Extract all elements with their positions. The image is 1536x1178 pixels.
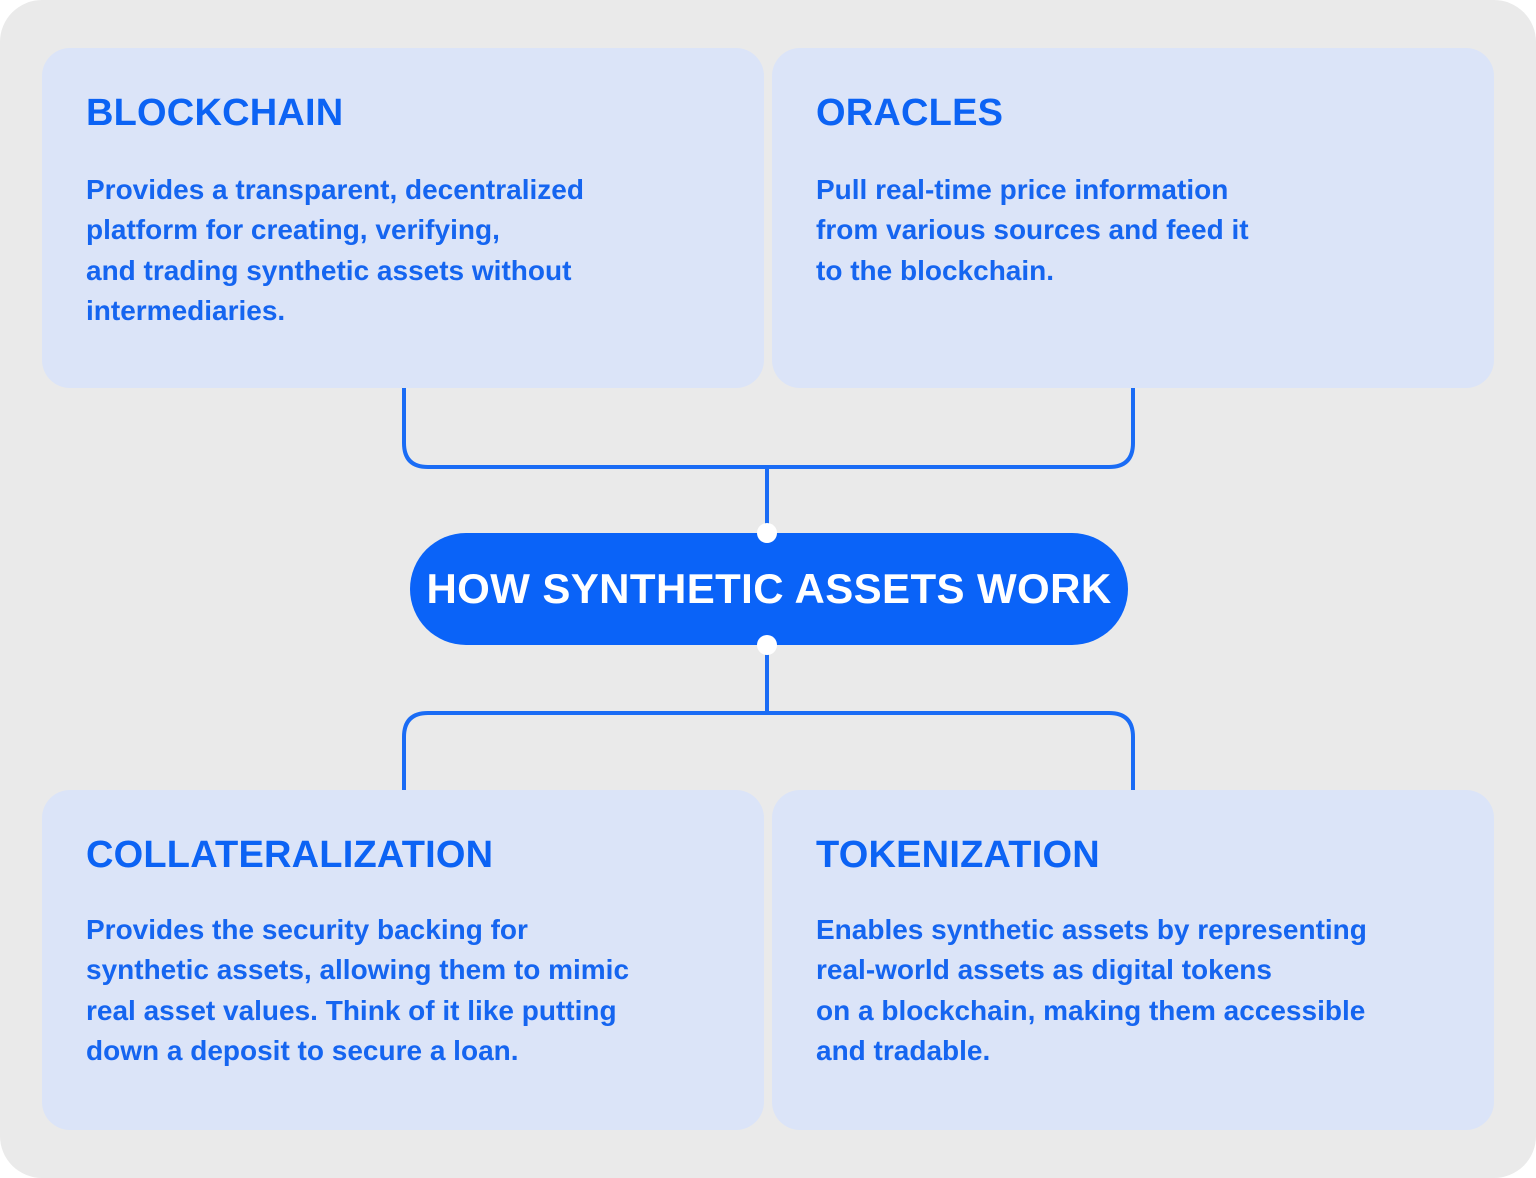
card-tokenization-title: TOKENIZATION [816, 834, 1100, 876]
card-collateralization-title: COLLATERALIZATION [86, 834, 494, 876]
card-collateralization-body: Provides the security backing for synthe… [86, 913, 630, 1066]
card-blockchain-title: BLOCKCHAIN [86, 92, 344, 134]
junction-dot-bottom [757, 635, 777, 655]
center-hub-pill[interactable]: HOW SYNTHETIC ASSETS WORK [410, 533, 1128, 645]
center-hub-label: HOW SYNTHETIC ASSETS WORK [426, 565, 1112, 612]
connector-oracles-to-hub [765, 386, 1135, 469]
card-blockchain[interactable]: BLOCKCHAIN Provides a transparent, decen… [42, 48, 764, 388]
card-collateralization[interactable]: COLLATERALIZATION Provides the security … [42, 790, 764, 1130]
card-oracles-body: Pull real-time price information from va… [816, 173, 1249, 286]
card-tokenization-body: Enables synthetic assets by representing… [816, 913, 1367, 1066]
junction-dot-top [757, 523, 777, 543]
card-oracles[interactable]: ORACLES Pull real-time price information… [772, 48, 1494, 388]
card-oracles-title: ORACLES [816, 92, 1004, 134]
connector-hub-to-collateralization [402, 711, 769, 792]
card-tokenization[interactable]: TOKENIZATION Enables synthetic assets by… [772, 790, 1494, 1130]
connector-hub-to-tokenization [765, 711, 1135, 792]
card-blockchain-body: Provides a transparent, decentralized pl… [86, 173, 584, 326]
connector-blockchain-to-hub [402, 386, 769, 469]
